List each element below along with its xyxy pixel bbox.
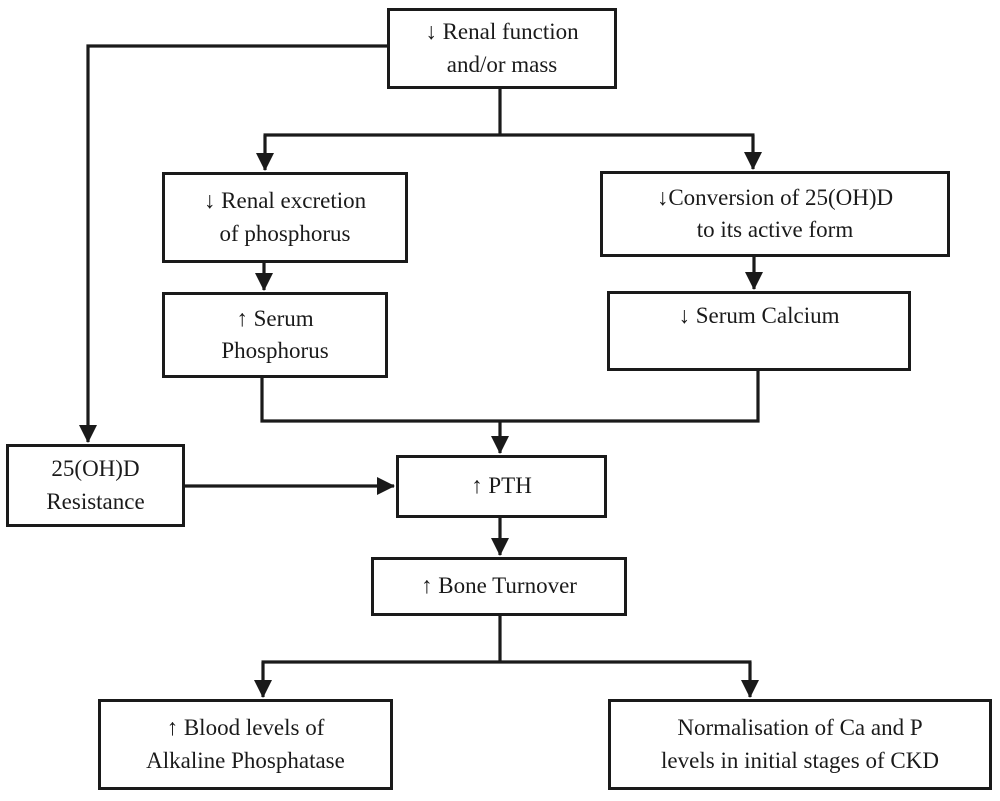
node-pth-label: ↑ PTH [471,473,532,499]
node-25ohd-resistance-label: 25(OH)D Resistance [46,456,145,514]
node-conversion-label: ↓Conversion of 25(OH)D to its active for… [656,184,894,242]
node-normalisation-label: Normalisation of Ca and P levels in init… [661,715,939,773]
node-conversion: ↓Conversion of 25(OH)D to its active for… [600,171,950,257]
node-renal-function: ↓ Renal function and/or mass [387,8,617,89]
node-pth: ↑ PTH [396,455,607,518]
node-25ohd-resistance: 25(OH)D Resistance [6,444,185,527]
connector-to-resistance [79,44,387,443]
node-alkaline-phosphatase: ↑ Blood levels of Alkaline Phosphatase [98,699,393,790]
node-renal-excretion-label: ↓ Renal excretion of phosphorus [203,188,367,246]
node-serum-phosphorus: ↑ Serum Phosphorus [162,292,388,378]
node-serum-phosphorus-label: ↑ Serum Phosphorus [221,305,329,363]
node-serum-calcium-label: ↓ Serum Calcium [678,303,840,328]
node-bone-turnover: ↑ Bone Turnover [371,557,627,616]
connector-merge-bar [260,370,760,423]
node-bone-turnover-label: ↑ Bone Turnover [421,573,577,599]
node-normalisation: Normalisation of Ca and P levels in init… [608,699,992,790]
node-alkaline-phosphatase-label: ↑ Blood levels of Alkaline Phosphatase [146,715,345,773]
node-renal-function-label: ↓ Renal function and/or mass [425,19,579,77]
node-renal-excretion: ↓ Renal excretion of phosphorus [162,172,408,263]
node-serum-calcium: ↓ Serum Calcium [607,291,911,371]
